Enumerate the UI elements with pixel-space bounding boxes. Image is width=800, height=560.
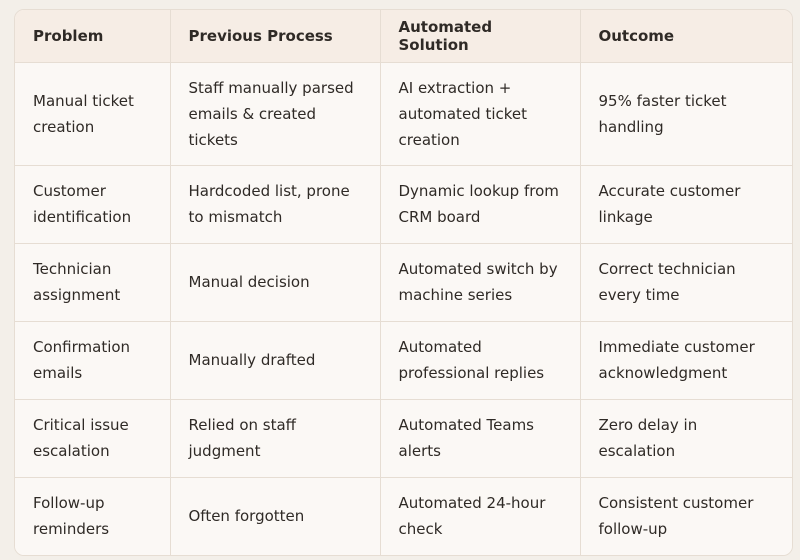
cell-problem: Technician assignment — [15, 243, 171, 322]
cell-previous-process: Staff manually parsed emails & created t… — [170, 62, 381, 166]
cell-previous-process: Manual decision — [170, 243, 381, 322]
cell-outcome: Immediate customer acknowledgment — [580, 321, 792, 400]
cell-previous-process: Hardcoded list, prone to mismatch — [170, 165, 381, 244]
table-row: Follow-up reminders Often forgotten Auto… — [15, 477, 792, 555]
header-problem: Problem — [15, 10, 171, 63]
table-row: Manual ticket creation Staff manually pa… — [15, 62, 792, 166]
cell-automated-solution: Dynamic lookup from CRM board — [380, 165, 581, 244]
cell-outcome: 95% faster ticket handling — [580, 62, 792, 166]
table-row: Technician assignment Manual decision Au… — [15, 243, 792, 322]
cell-problem: Follow-up reminders — [15, 477, 171, 555]
cell-automated-solution: AI extraction + automated ticket creatio… — [380, 62, 581, 166]
cell-previous-process: Manually drafted — [170, 321, 381, 400]
cell-outcome: Accurate customer linkage — [580, 165, 792, 244]
cell-problem: Confirmation emails — [15, 321, 171, 400]
cell-problem: Critical issue escalation — [15, 399, 171, 478]
cell-outcome: Correct technician every time — [580, 243, 792, 322]
cell-problem: Customer identification — [15, 165, 171, 244]
cell-automated-solution: Automated 24-hour check — [380, 477, 581, 555]
cell-outcome: Zero delay in escalation — [580, 399, 792, 478]
cell-previous-process: Relied on staff judgment — [170, 399, 381, 478]
header-previous-process: Previous Process — [170, 10, 381, 63]
cell-outcome: Consistent customer follow-up — [598, 494, 754, 539]
table-row: Confirmation emails Manually drafted Aut… — [15, 321, 792, 400]
table-header-row: Problem Previous Process Automated Solut… — [15, 10, 792, 63]
table-row: Customer identification Hardcoded list, … — [15, 165, 792, 244]
header-outcome: Outcome — [580, 10, 792, 63]
cell-previous-process: Often forgotten — [170, 477, 381, 555]
cell-automated-solution: Automated professional replies — [380, 321, 581, 400]
cell-problem: Manual ticket creation — [15, 62, 171, 166]
comparison-table: Problem Previous Process Automated Solut… — [15, 10, 792, 555]
table-row: Critical issue escalation Relied on staf… — [15, 399, 792, 478]
cell-automated-solution: Automated switch by machine series — [380, 243, 581, 322]
comparison-table-container: Problem Previous Process Automated Solut… — [14, 9, 793, 556]
cell-automated-solution: Automated Teams alerts — [380, 399, 581, 478]
header-automated-solution: Automated Solution — [380, 10, 581, 63]
